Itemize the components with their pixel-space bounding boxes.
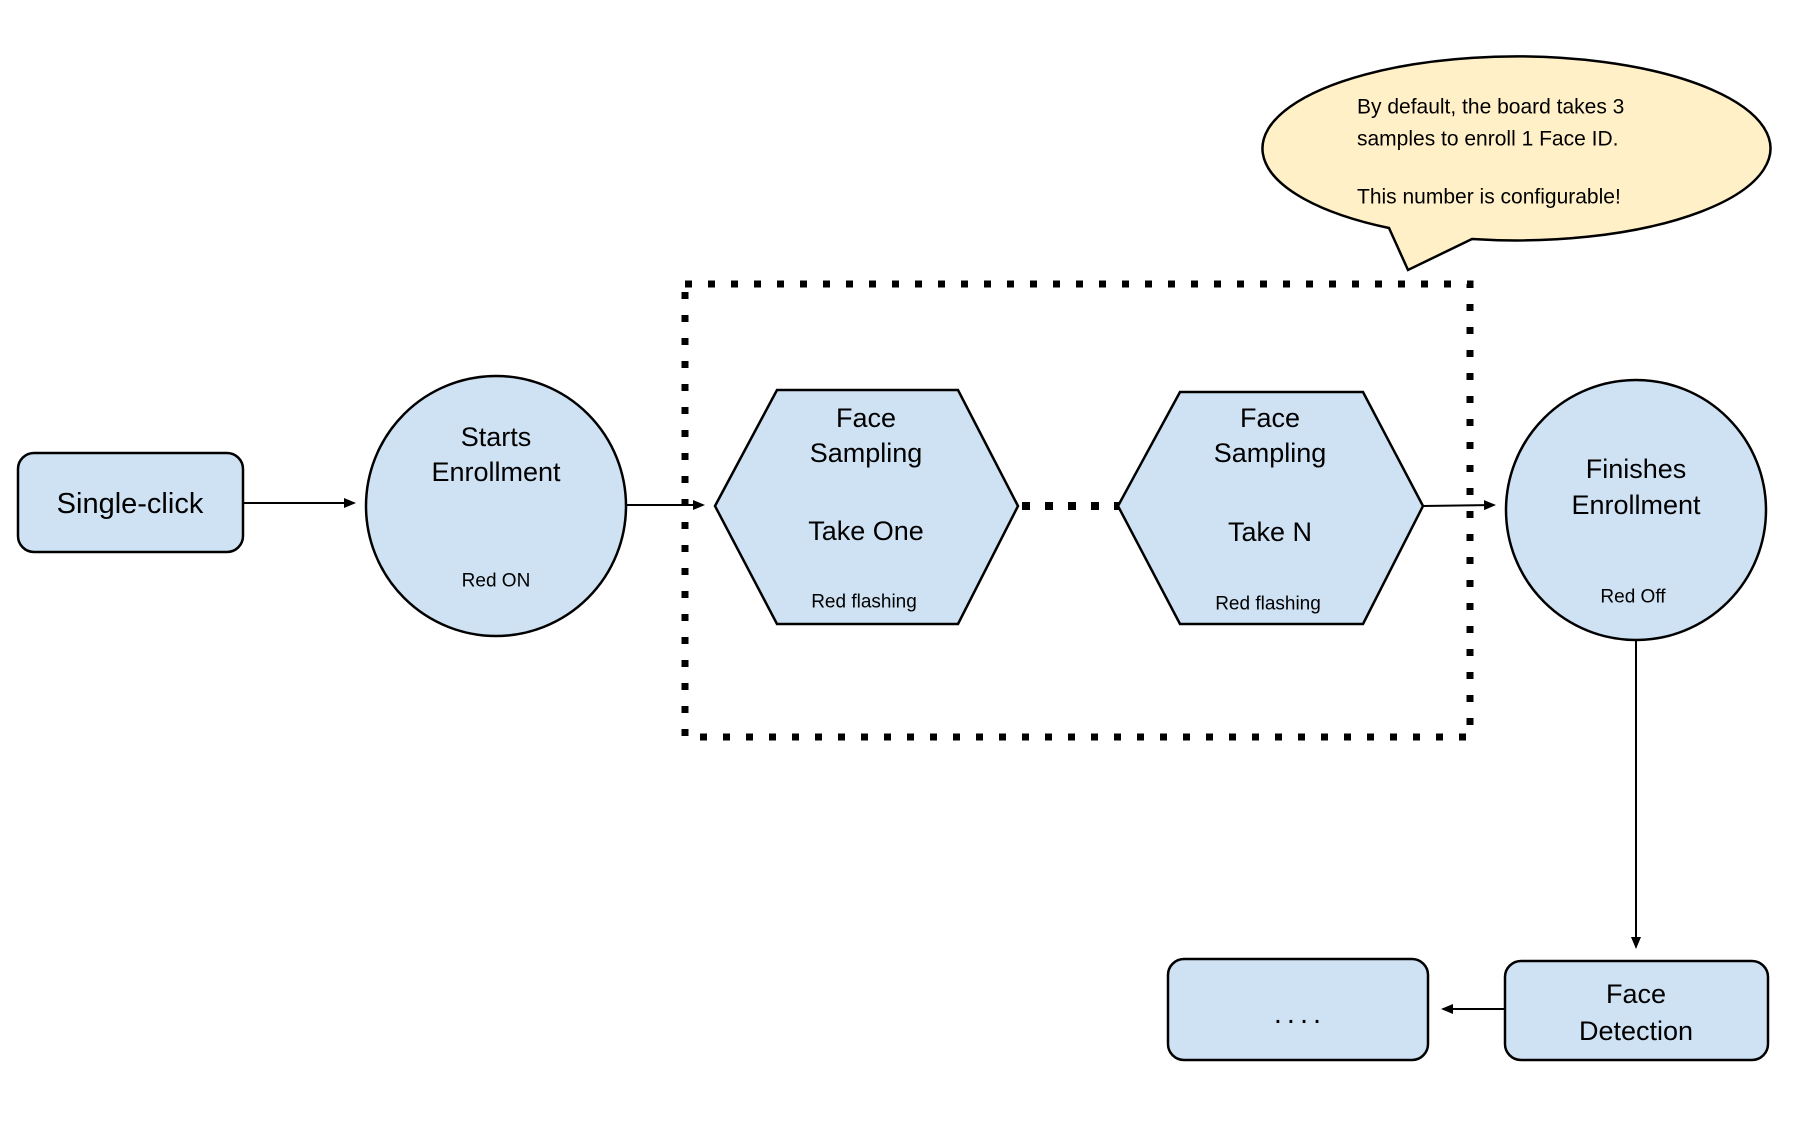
- sampling-group-border: [681, 280, 1474, 741]
- take-n-line-2: Sampling: [1214, 438, 1327, 468]
- single-click-label: Single-click: [57, 488, 204, 520]
- take-n-line-1: Face: [1240, 403, 1300, 433]
- finishes-enrollment-line-2: Enrollment: [1571, 490, 1701, 520]
- continuation-label: ....: [1274, 998, 1326, 1030]
- take-one-line-3: Take One: [808, 516, 924, 546]
- take-one-line-1: Face: [836, 403, 896, 433]
- finishes-enrollment-line-1: Finishes: [1586, 454, 1687, 484]
- callout-line-2: samples to enroll 1 Face ID.: [1357, 128, 1618, 151]
- callout-bubble: [1261, 55, 1772, 272]
- starts-enrollment-line-1: Starts: [461, 422, 532, 452]
- arrow-taken-to-finishes: [1422, 500, 1496, 511]
- take-n-status: Red flashing: [1215, 594, 1321, 615]
- take-n-line-3: Take N: [1228, 517, 1312, 547]
- starts-enrollment-line-2: Enrollment: [431, 457, 561, 487]
- face-detection-line-2: Detection: [1579, 1016, 1693, 1046]
- take-one-line-2: Sampling: [810, 438, 923, 468]
- take-one-status: Red flashing: [811, 592, 917, 613]
- starts-enrollment-node: [364, 374, 628, 638]
- face-sampling-take-one-node: [713, 388, 1020, 626]
- callout-line-3: This number is configurable!: [1357, 186, 1621, 209]
- callout-line-1: By default, the board takes 3: [1357, 96, 1624, 119]
- face-detection-line-1: Face: [1606, 979, 1666, 1009]
- starts-enrollment-status: Red ON: [462, 571, 531, 592]
- face-detection-node: [1503, 959, 1770, 1062]
- finishes-enrollment-status: Red Off: [1600, 587, 1666, 608]
- continuation-node: [1166, 957, 1430, 1062]
